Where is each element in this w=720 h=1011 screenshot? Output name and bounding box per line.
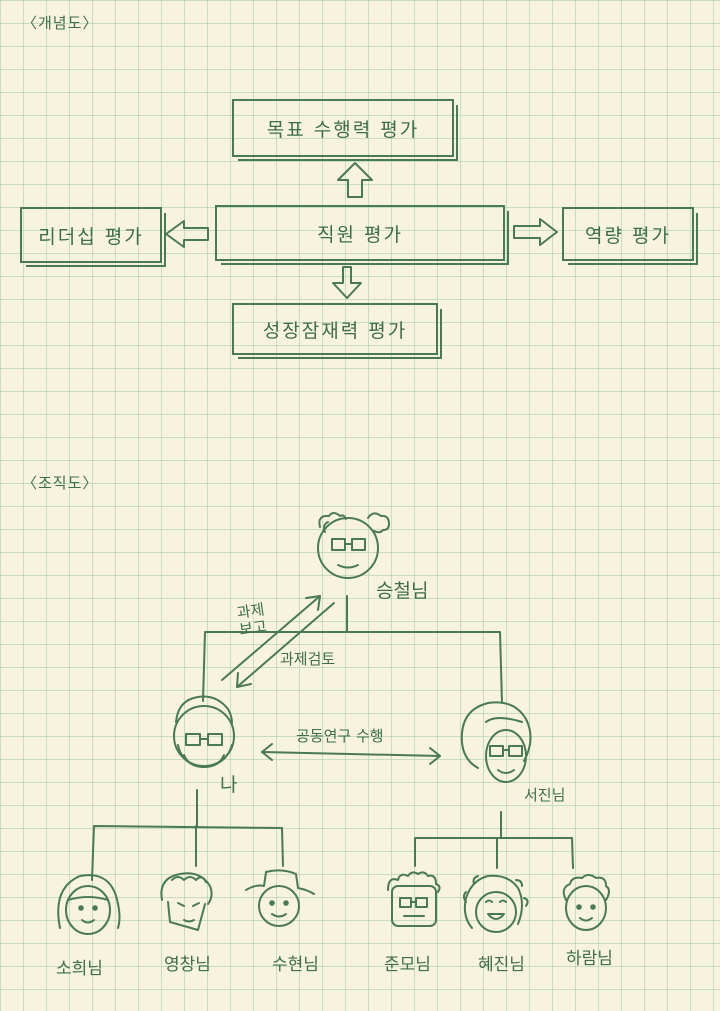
top-person-name: 승철님 xyxy=(376,580,429,602)
me-name: 나 xyxy=(220,774,238,796)
member-name-youngchang: 영창님 xyxy=(164,955,211,975)
member-name-junmo: 준모님 xyxy=(384,955,431,975)
goal-performance-label: 목표 수행력 평가 xyxy=(266,118,420,141)
report-arrow xyxy=(221,595,321,681)
my-face xyxy=(173,695,235,768)
member-name-haram: 하람님 xyxy=(566,949,613,969)
down-block-arrow xyxy=(332,266,362,299)
peer-name: 서진님 xyxy=(524,786,566,804)
collab-arrowhead-left xyxy=(261,743,273,761)
level1-bar xyxy=(202,631,503,704)
sohee-face xyxy=(57,874,121,935)
review-arrow xyxy=(236,602,335,688)
member-name-sohee: 소희님 xyxy=(56,959,103,979)
member-name-suhyun: 수현님 xyxy=(272,955,319,975)
report-label: 과제 보고 xyxy=(235,600,268,639)
junmo-face xyxy=(387,871,441,927)
collab-arrowhead-right xyxy=(429,747,441,765)
suhyun-face xyxy=(245,869,315,927)
report-arrowhead xyxy=(305,595,321,611)
review-arrowhead xyxy=(236,672,252,688)
collab-label: 공동연구 수행 xyxy=(296,727,384,745)
top-person-face xyxy=(317,512,390,579)
employee-eval-label: 직원 평가 xyxy=(317,223,403,246)
my-team-bar xyxy=(91,825,284,881)
up-block-arrow xyxy=(337,162,373,198)
org-chart-title: 〈조직도〉 xyxy=(22,474,99,492)
concept-map-title: 〈개념도〉 xyxy=(22,14,99,32)
competency-eval-label: 역량 평가 xyxy=(585,224,671,247)
review-label: 과제검토 xyxy=(280,650,336,668)
peer-face xyxy=(460,701,532,783)
leadership-eval-label: 리더십 평가 xyxy=(38,225,144,248)
left-block-arrow xyxy=(165,220,209,248)
peer-team-bar xyxy=(414,837,574,869)
hyejin-face xyxy=(463,874,529,933)
haram-face xyxy=(562,874,610,931)
collab-arrow xyxy=(261,751,441,757)
right-block-arrow xyxy=(513,218,558,246)
youngchang-face xyxy=(160,872,213,931)
member-name-hyejin: 혜진님 xyxy=(478,955,525,975)
growth-potential-label: 성장잠재력 평가 xyxy=(262,319,408,342)
